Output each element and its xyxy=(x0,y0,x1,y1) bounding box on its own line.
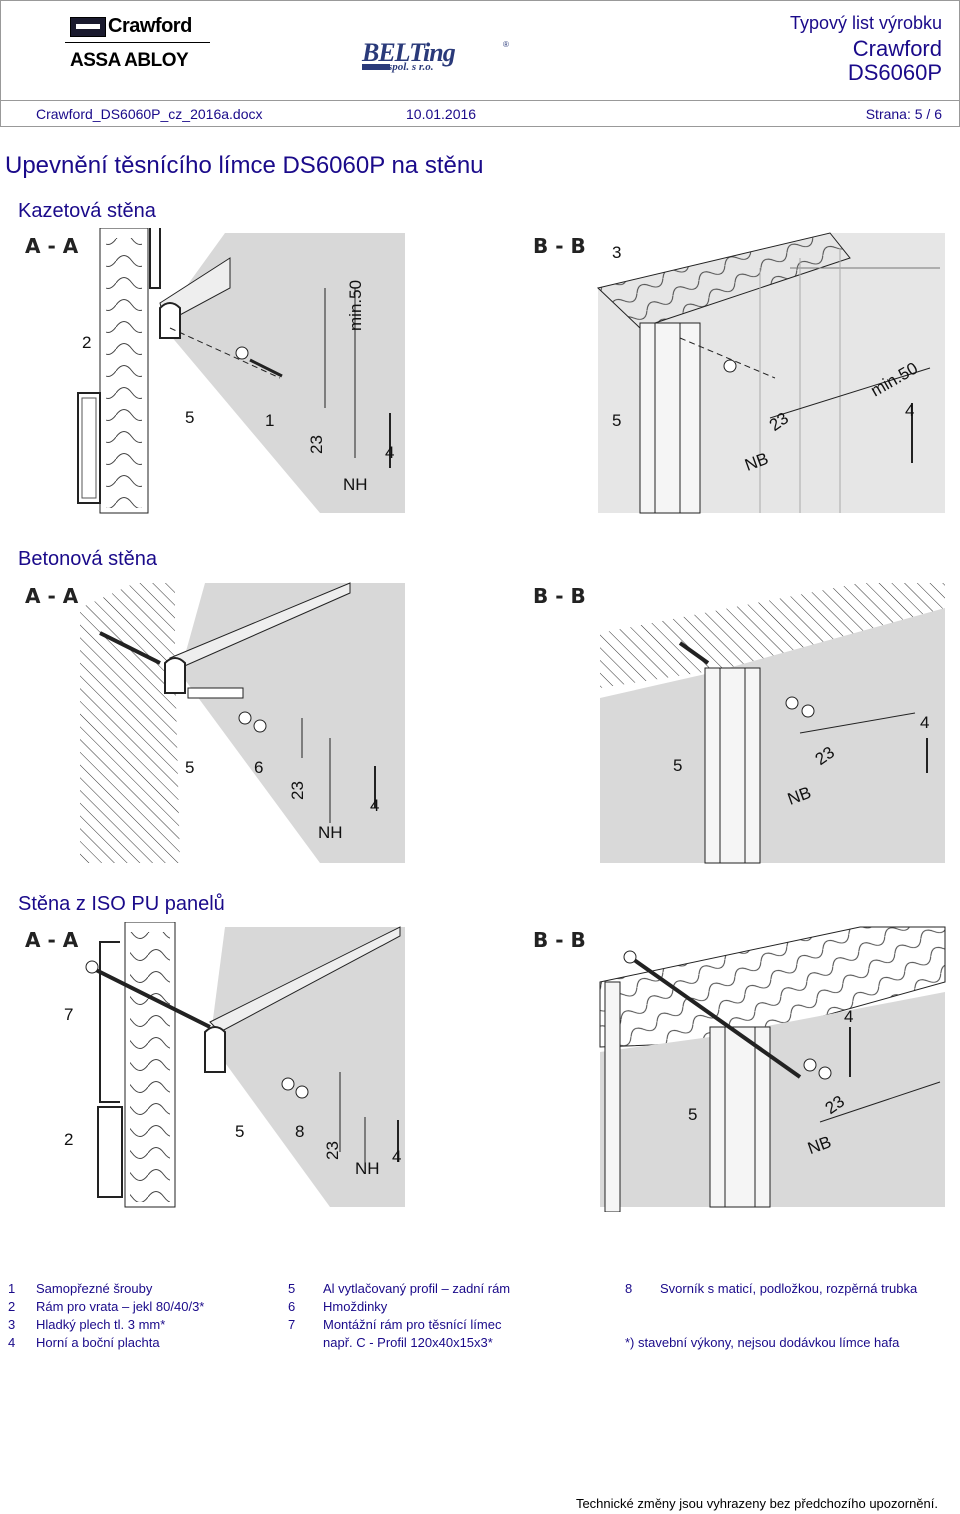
file-name: Crawford_DS6060P_cz_2016a.docx xyxy=(36,106,263,122)
page-title: Upevnění těsnícího límce DS6060P na stěn… xyxy=(5,152,484,179)
callout: 23 xyxy=(288,781,307,800)
registered-mark-icon: ® xyxy=(503,40,509,49)
legend-item: např. C - Profil 120x40x15x3* xyxy=(323,1335,493,1350)
callout: 4 xyxy=(392,1147,401,1166)
callout: 5 xyxy=(185,758,194,777)
header-divider xyxy=(1,100,959,101)
section-heading-iso-pu: Stěna z ISO PU panelů xyxy=(18,893,225,915)
doc-date: 10.01.2016 xyxy=(406,106,477,122)
callout: 1 xyxy=(265,411,274,430)
view-label: A - A xyxy=(25,928,79,952)
callout: 8 xyxy=(295,1122,304,1141)
assa-abloy-logo: ASSA ABLOY xyxy=(70,50,189,71)
page-number: Strana: 5 / 6 xyxy=(865,106,942,122)
belting-logo: BELTing xyxy=(362,38,456,67)
logo-divider xyxy=(65,42,210,43)
callout: 5 xyxy=(235,1122,244,1141)
view-label: A - A xyxy=(25,234,79,258)
footer-note: Technické změny jsou vyhrazeny bez předc… xyxy=(575,1496,938,1511)
callout: NH xyxy=(318,823,343,842)
figure-iso-pu-bb: B - B 4 5 23 NB xyxy=(530,922,950,1212)
doc-brand: Crawford xyxy=(852,36,942,61)
callout: 4 xyxy=(844,1007,853,1026)
callout: 4 xyxy=(370,796,379,815)
figure-betonova-bb: B - B 5 23 NB 4 xyxy=(530,578,950,868)
figure-betonova-aa: A - A 5 6 23 NH 4 xyxy=(20,578,410,868)
callout: NH xyxy=(343,475,368,494)
callout: 6 xyxy=(254,758,263,777)
callout: 5 xyxy=(673,756,682,775)
callout: 23 xyxy=(307,435,326,454)
belting-logo-bar xyxy=(362,64,390,70)
callout: 23 xyxy=(323,1141,342,1160)
section-heading-betonova: Betonová stěna xyxy=(18,548,157,570)
section-heading-kazetova: Kazetová stěna xyxy=(18,200,156,222)
callout: min.50 xyxy=(346,280,365,331)
figure-kazetova-bb: B - B 3 5 23 NB min.50 4 xyxy=(530,228,950,518)
callout: 4 xyxy=(905,401,914,420)
view-label: A - A xyxy=(25,584,79,608)
callout: 5 xyxy=(612,411,621,430)
callout: 7 xyxy=(64,1005,73,1024)
crawford-logo: Crawford xyxy=(70,15,210,37)
callout: 2 xyxy=(82,333,91,352)
callout: 3 xyxy=(612,243,621,262)
view-label: B - B xyxy=(533,234,586,258)
callout: 5 xyxy=(185,408,194,427)
callout: 2 xyxy=(64,1130,73,1149)
doc-type: Typový list výrobku xyxy=(789,13,942,33)
figure-kazetova-aa: A - A 2 5 1 23 NH 4 min.50 xyxy=(20,228,410,518)
doc-model: DS6060P xyxy=(847,60,942,85)
callout: NH xyxy=(355,1159,380,1178)
legend-note: *) stavební výkony, nejsou dodávkou límc… xyxy=(625,1335,900,1350)
view-label: B - B xyxy=(533,584,586,608)
view-label: B - B xyxy=(533,928,586,952)
callout: 4 xyxy=(385,443,394,462)
callout: 5 xyxy=(688,1105,697,1124)
callout: 4 xyxy=(920,713,929,732)
belting-logo-sub: spol. s r.o. xyxy=(388,61,434,73)
figure-iso-pu-aa: A - A 7 2 5 8 23 NH 4 xyxy=(20,922,410,1212)
